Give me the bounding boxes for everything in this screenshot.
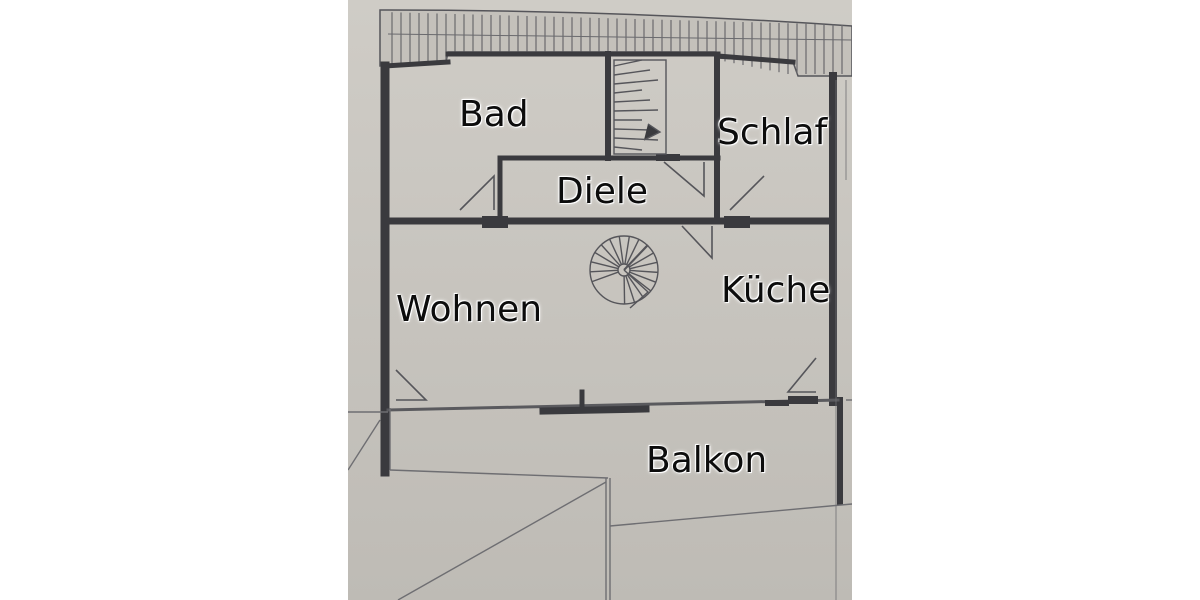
room-label-wohnen: Wohnen bbox=[396, 289, 543, 330]
spiral-stair bbox=[589, 235, 659, 309]
door-swings bbox=[395, 161, 817, 401]
floor-plan-photo: Bad Schlaf Diele Wohnen Küche Balkon bbox=[348, 0, 852, 600]
room-label-kueche: Küche bbox=[721, 270, 831, 311]
outer-walls bbox=[380, 51, 843, 505]
floor-plan-drawing bbox=[348, 9, 852, 600]
stair-straight bbox=[613, 59, 667, 155]
door-frames bbox=[482, 154, 818, 404]
roof-tiles bbox=[379, 9, 852, 77]
interior-walls bbox=[384, 51, 840, 415]
room-label-schlaf: Schlaf bbox=[717, 112, 828, 153]
room-label-bad: Bad bbox=[459, 94, 529, 135]
room-label-balkon: Balkon bbox=[646, 440, 768, 481]
thin-lines bbox=[348, 80, 852, 600]
room-label-diele: Diele bbox=[556, 171, 649, 212]
